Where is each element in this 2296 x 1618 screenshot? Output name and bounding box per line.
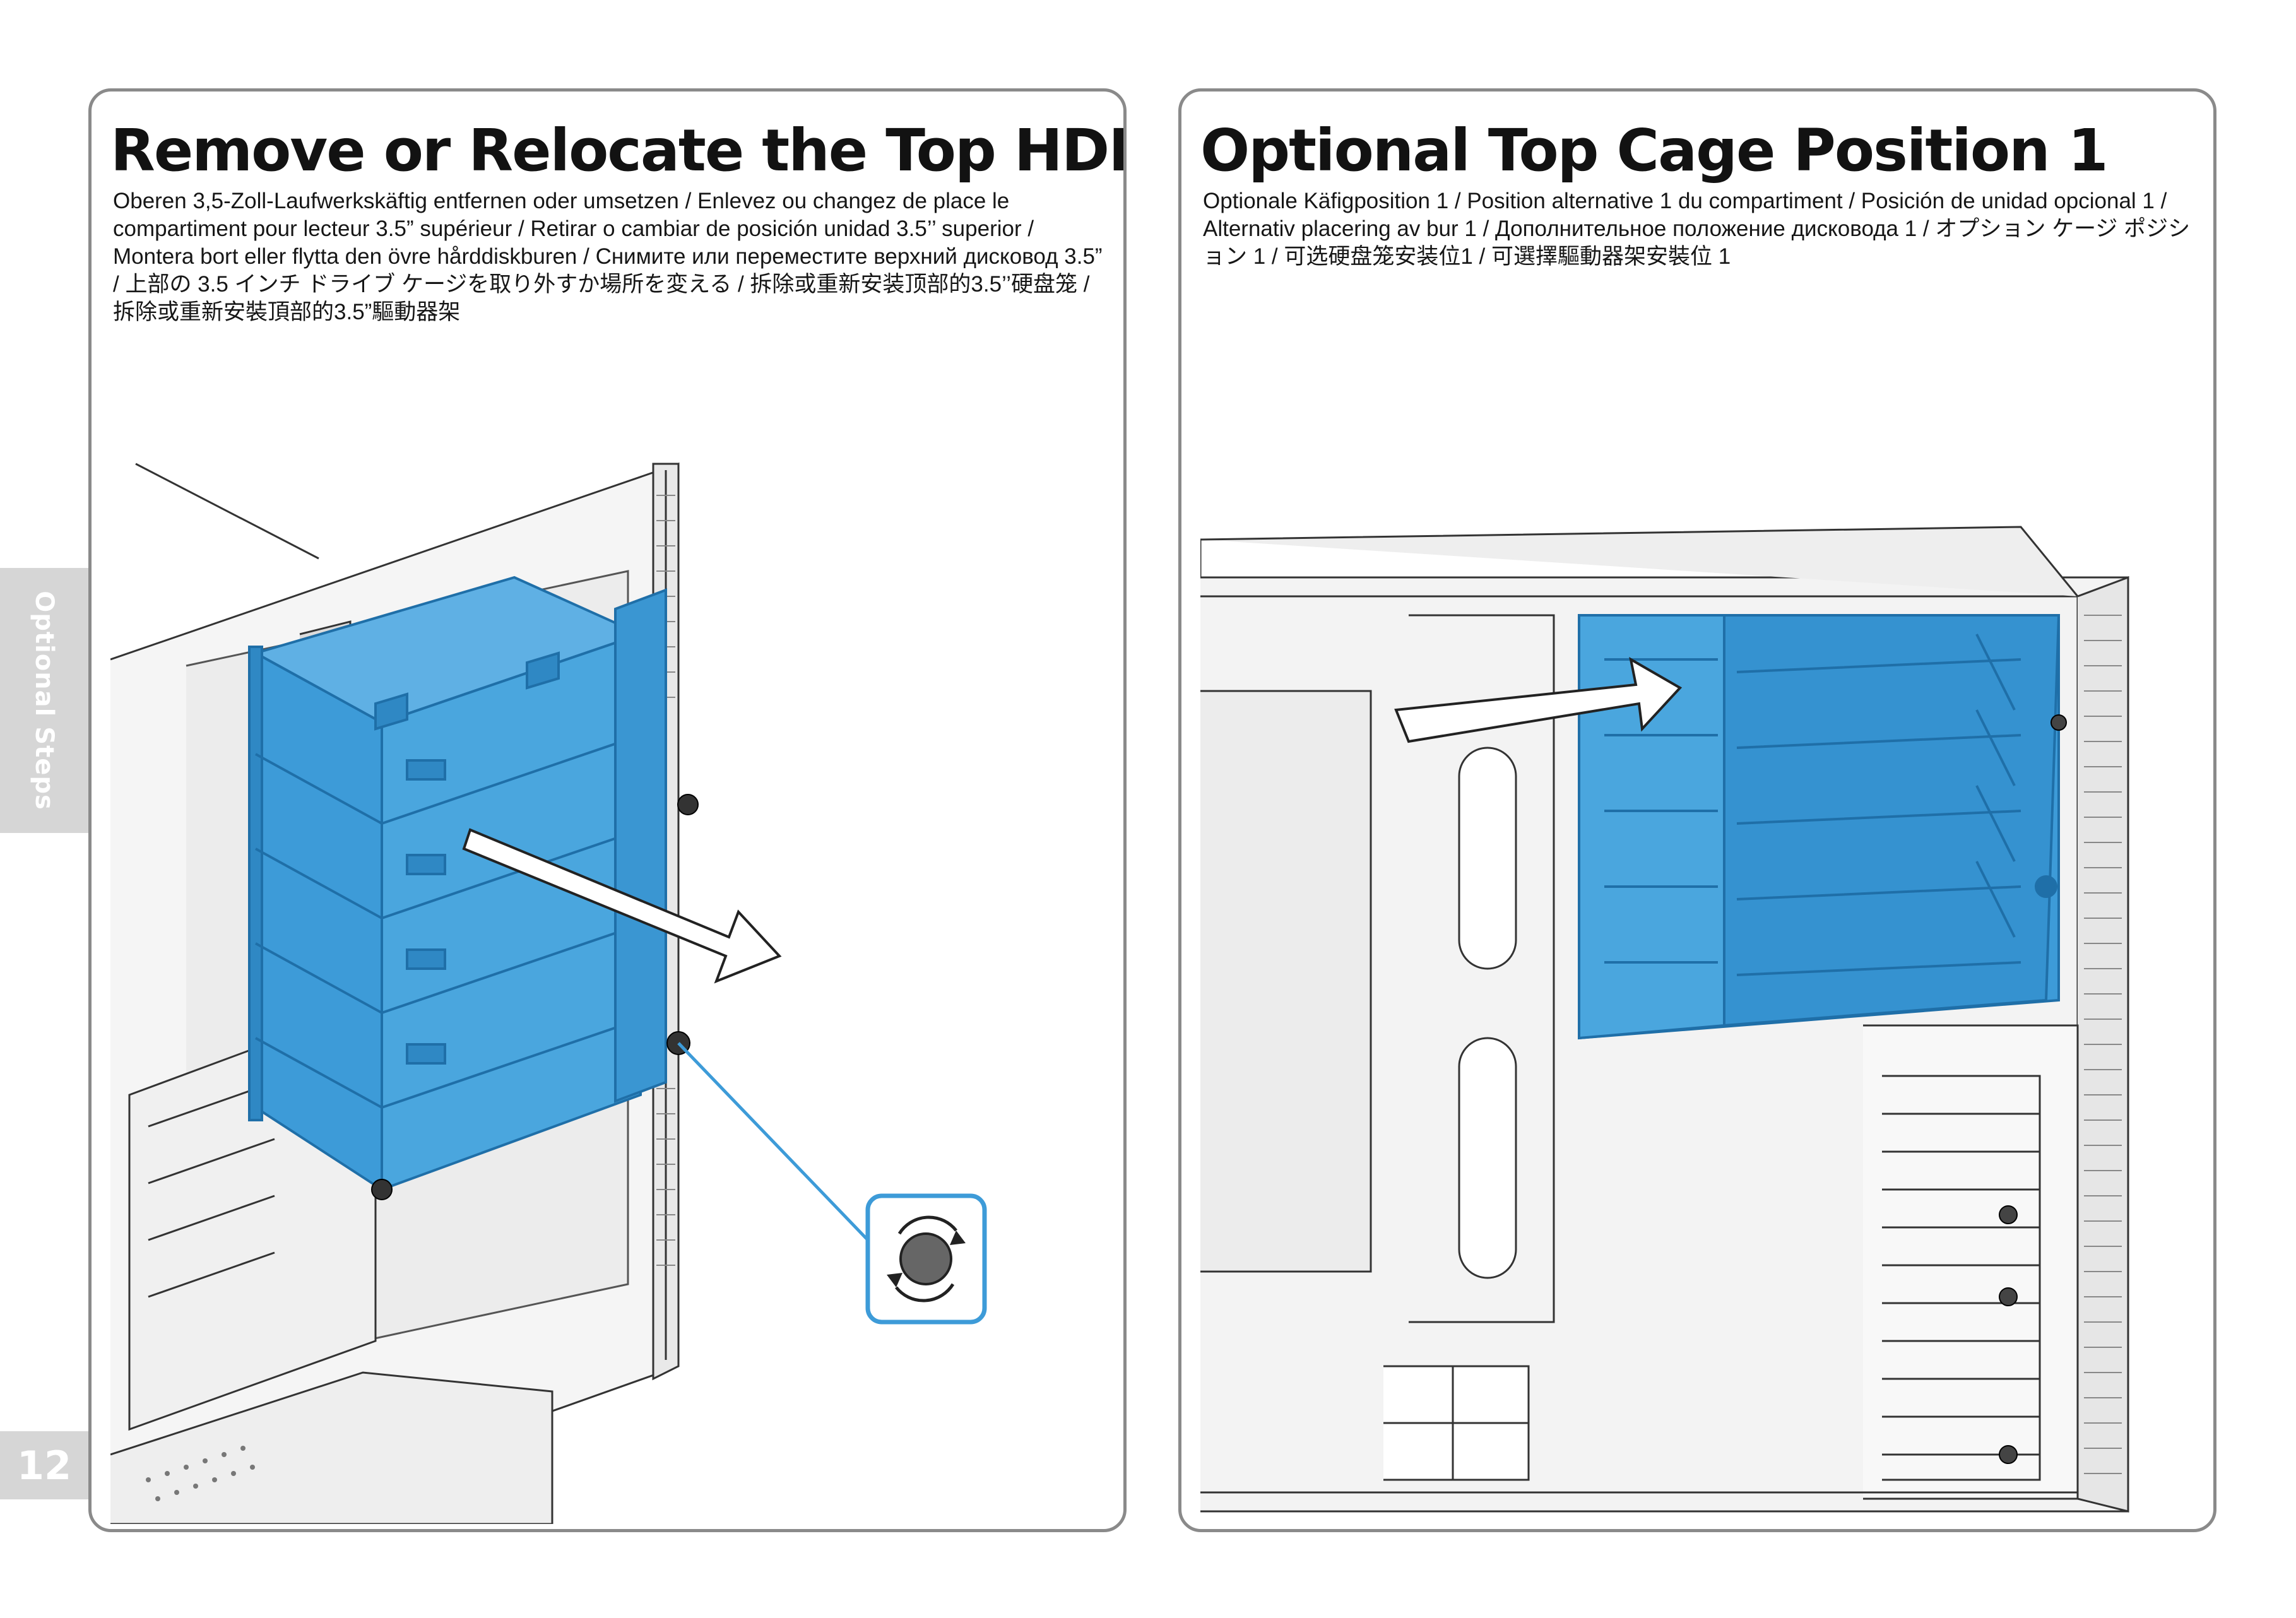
- case-side-vent-slats-right: [2084, 615, 2122, 1474]
- left-panel-title: Remove or Relocate the Top HDD Cage: [110, 117, 1123, 184]
- page-number: 12: [0, 1431, 88, 1499]
- screw-callout: [677, 1042, 987, 1325]
- optional-steps-label: Optional Steps: [30, 591, 59, 810]
- blue-hdd-cage-installed: [1578, 614, 2061, 1040]
- blue-hdd-cage: [248, 576, 667, 1192]
- remove-relocate-panel: Remove or Relocate the Top HDD Cage Ober…: [88, 88, 1127, 1532]
- left-panel-description: Oberen 3,5-Zoll-Laufwerkskäftig entferne…: [113, 189, 1103, 324]
- right-panel-title: Optional Top Cage Position 1: [1200, 117, 2109, 184]
- right-panel-description: Optionale Käfigposition 1 / Position alt…: [1203, 189, 2191, 269]
- case-screw-icons: [1999, 714, 2067, 1464]
- optional-steps-tab: Optional Steps: [0, 568, 88, 833]
- top-cage-position-illustration: [1200, 526, 2129, 1513]
- case-vent-dots: [146, 1446, 255, 1501]
- removal-arrow: [462, 828, 782, 984]
- optional-position-panel: Optional Top Cage Position 1 Optionale K…: [1178, 88, 2216, 1532]
- insertion-arrow: [1394, 657, 1683, 743]
- hdd-cage-removal-illustration: [110, 462, 987, 1524]
